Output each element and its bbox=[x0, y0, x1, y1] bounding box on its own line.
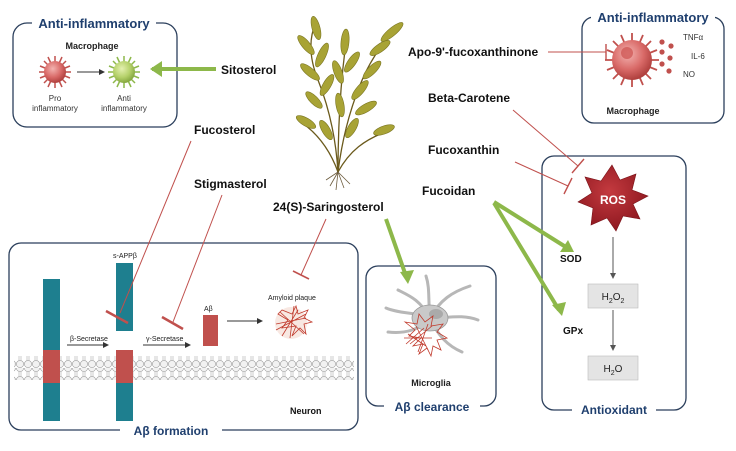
beta-carotene-inhibit-bar bbox=[571, 158, 585, 174]
compound-apo-fucoxanthinone: Apo-9'-fucoxanthinone bbox=[408, 45, 539, 59]
marker-tnfa: TNFα bbox=[683, 33, 704, 42]
fucosterol-inhibit-bar bbox=[105, 309, 129, 325]
compound-fucoidan: Fucoidan bbox=[422, 184, 475, 198]
fucosterol-inhibit-line bbox=[119, 140, 192, 314]
gamma-secretase-label: γ-Secretase bbox=[146, 336, 183, 343]
compound-sitosterol: Sitosterol bbox=[221, 63, 276, 77]
compound-beta-carotene: Beta-Carotene bbox=[428, 91, 510, 105]
fucoidan-sod-arrowhead bbox=[560, 240, 574, 252]
macrophage-icon bbox=[605, 33, 659, 87]
gpx-label: GPx bbox=[563, 326, 583, 337]
beta-carotene-inhibit-line bbox=[512, 109, 579, 167]
compound-saringosterol: 24(S)-Saringosterol bbox=[273, 200, 384, 214]
anti-label-2: inflammatory bbox=[101, 104, 147, 113]
fucoidan-sod-arrow bbox=[492, 200, 571, 251]
seaweed-icon bbox=[295, 16, 404, 191]
panel-title: Aβ formation bbox=[134, 424, 209, 438]
saringosterol-inhibit-bar bbox=[292, 270, 310, 280]
compound-stigmasterol: Stigmasterol bbox=[194, 177, 267, 191]
h2o-box bbox=[587, 355, 639, 381]
neuron-label: Neuron bbox=[290, 406, 322, 416]
saringosterol-inhibit-line bbox=[300, 218, 327, 276]
panel-abeta-formation: Aβ formation β-Secretase s-APPβ γ-Secret… bbox=[8, 242, 359, 439]
anti-label: Anti bbox=[117, 94, 131, 103]
fucoxanthin-inhibit-bar bbox=[563, 177, 573, 195]
panel-title: Anti-inflammatory bbox=[38, 16, 150, 31]
h2o2-box bbox=[587, 283, 639, 309]
anti-inflammatory-macrophage-icon bbox=[108, 56, 140, 88]
panel-antioxidant: Antioxidant ROS SOD H2O2 GPx H2O bbox=[541, 155, 687, 418]
amyloid-plaque-icon bbox=[275, 304, 314, 339]
app-protein-cleaved bbox=[116, 263, 133, 421]
beta-secretase-label: β-Secretase bbox=[70, 336, 108, 343]
h2o-label: H2O bbox=[604, 364, 623, 377]
cytokine-dots bbox=[659, 39, 674, 74]
abeta-label: Aβ bbox=[204, 306, 213, 313]
marker-no: NO bbox=[683, 70, 695, 79]
ros-starburst-icon bbox=[577, 164, 649, 232]
membrane-inner-leaflet bbox=[14, 368, 354, 380]
fucoidan-gpx-arrowhead bbox=[552, 302, 566, 316]
compound-fucoxanthin: Fucoxanthin bbox=[428, 143, 499, 157]
membrane-outer-leaflet bbox=[14, 356, 354, 368]
macrophage-title: Macrophage bbox=[65, 41, 118, 51]
ros-label: ROS bbox=[600, 193, 626, 207]
h2o2-label: H2O2 bbox=[602, 292, 625, 305]
fucoxanthin-inhibit-line bbox=[514, 161, 569, 187]
stigmasterol-inhibit-line bbox=[172, 194, 223, 323]
stigmasterol-inhibit-bar bbox=[161, 315, 184, 331]
pro-label: Pro bbox=[49, 94, 62, 103]
marker-il6: IL-6 bbox=[691, 52, 705, 61]
sappb-label: s-APPβ bbox=[113, 253, 137, 260]
panel-title: Antioxidant bbox=[581, 403, 647, 417]
microglia-label: Microglia bbox=[411, 378, 452, 388]
panel-anti-inflammatory-left: Anti-inflammatory Macrophage Pro inflam bbox=[12, 14, 178, 128]
panel-abeta-clearance: Aβ clearance Microglia bbox=[365, 265, 497, 415]
microglia-icon bbox=[384, 274, 480, 358]
abeta-peptide bbox=[203, 315, 218, 346]
compound-fucosterol: Fucosterol bbox=[194, 123, 255, 137]
pro-label-2: inflammatory bbox=[32, 104, 78, 113]
panel-title: Aβ clearance bbox=[395, 400, 470, 414]
panel-title: Anti-inflammatory bbox=[597, 10, 709, 25]
saringosterol-clearance-arrow bbox=[384, 218, 408, 277]
macrophage-label: Macrophage bbox=[606, 106, 659, 116]
panel-anti-inflammatory-right: Anti-inflammatory TNFα IL-6 NO Macrophag… bbox=[581, 8, 725, 124]
sod-label: SOD bbox=[560, 254, 582, 265]
sitosterol-arrowhead bbox=[150, 61, 162, 77]
amyloid-plaque-label: Amyloid plaque bbox=[268, 295, 316, 302]
fucoidan-gpx-arrow bbox=[492, 201, 561, 312]
saringosterol-clearance-arrowhead bbox=[400, 270, 414, 284]
app-protein-full bbox=[43, 279, 60, 421]
pro-inflammatory-macrophage-icon bbox=[39, 56, 71, 88]
